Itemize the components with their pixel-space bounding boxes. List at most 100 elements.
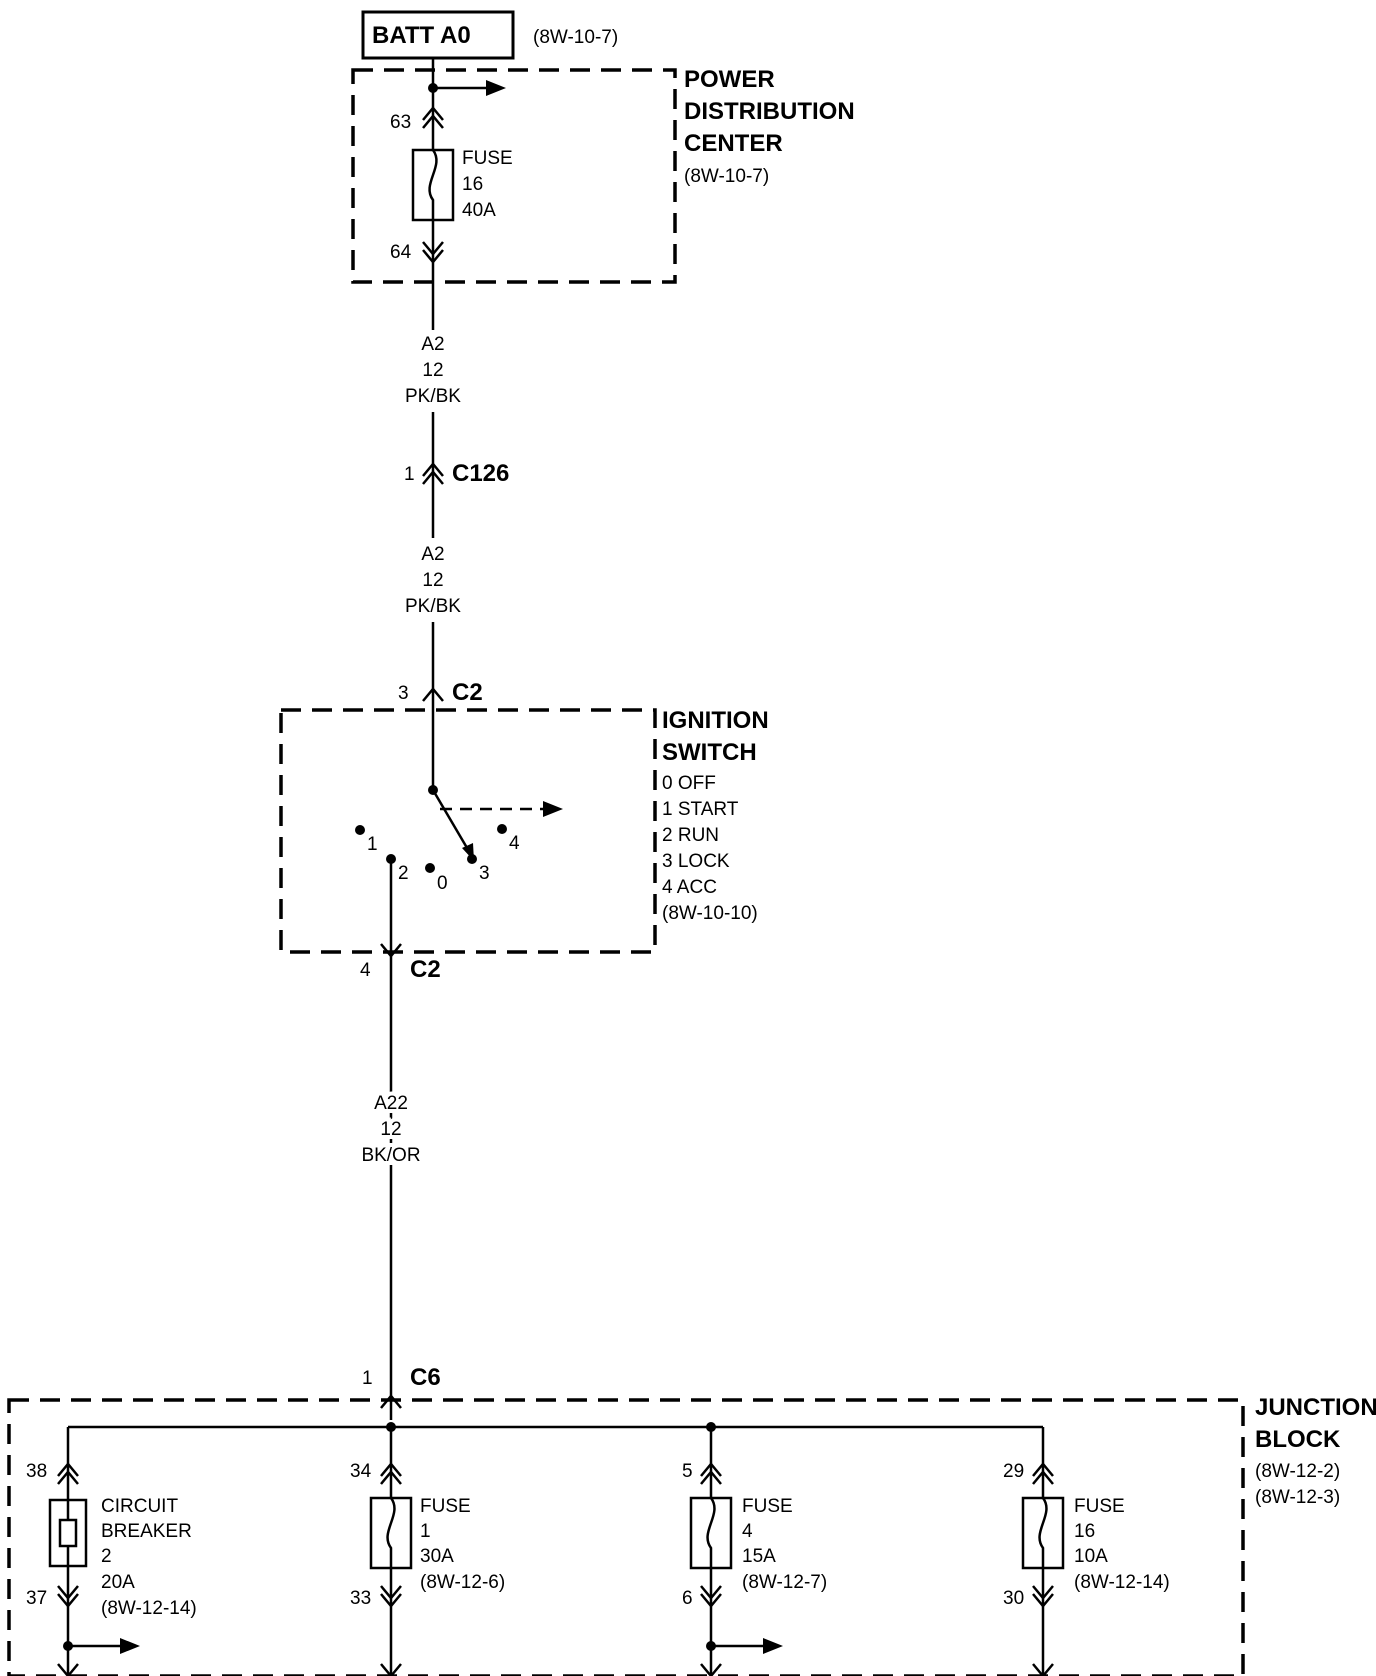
ignition-contact-4: [497, 824, 507, 834]
branch-3-fuse-element: [706, 1497, 716, 1568]
branch-1-line-3: 2: [101, 1546, 112, 1567]
wire-top-color: PK/BK: [405, 386, 461, 407]
branch-4-cavity-in: 29: [1003, 1461, 1024, 1482]
branch-4-line-2: 16: [1074, 1521, 1095, 1542]
wire-mid-circuit: A2: [421, 544, 444, 565]
branch-3-cavity-out-chevron-b: [700, 1593, 722, 1608]
ignition-position-2: 2 RUN: [662, 825, 719, 846]
wire-top-circuit: A2: [421, 334, 444, 355]
branch-4-cavity-in-chevron-a: [1032, 1462, 1054, 1477]
c6-name: C6: [410, 1364, 441, 1391]
branch-4-line-3: 10A: [1074, 1546, 1108, 1567]
ignition-position-3: 3 LOCK: [662, 851, 730, 872]
ignition-position-0: 0 OFF: [662, 773, 716, 794]
ignition-contact-0: [425, 863, 435, 873]
circuit-breaker-element: [58, 1500, 78, 1566]
c2-top-name: C2: [452, 679, 483, 706]
ignition-name-line-2: SWITCH: [662, 739, 757, 766]
branch-4-cavity-out-chevron-b: [1032, 1593, 1054, 1608]
branch-1-cavity-out-chevron-a: [57, 1585, 79, 1600]
branch-1-cavity-out: 37: [26, 1588, 47, 1609]
branch-3-cavity-in: 5: [682, 1461, 693, 1482]
branch-2-cavity-out-chevron-a: [380, 1585, 402, 1600]
branch-2-cavity-in-chevron-a: [380, 1462, 402, 1477]
ignition-contact-3: [467, 854, 477, 864]
ignition-ref: (8W-10-10): [662, 903, 758, 924]
ignition-name-line-1: IGNITION: [662, 707, 769, 734]
pdc-branch-arrow: [486, 80, 506, 96]
ignition-link-arrow: [543, 801, 563, 817]
branch-2-line-2: 1: [420, 1521, 431, 1542]
c126-name: C126: [452, 460, 509, 487]
pdc-name-line-1: POWER: [684, 66, 775, 93]
branch-2-line-4: (8W-12-6): [420, 1572, 505, 1593]
branch-4-cavity-out-chevron-a: [1032, 1585, 1054, 1600]
c6-chevron: [380, 1394, 402, 1409]
branch-1-line-2: BREAKER: [101, 1521, 192, 1542]
branch-2-line-1: FUSE: [420, 1496, 471, 1517]
branch-3-cavity-out-chevron-a: [700, 1585, 722, 1600]
ignition-contact-label-4: 4: [509, 833, 520, 854]
junction-name-line-1: JUNCTION: [1255, 1394, 1376, 1421]
branch-3-cavity-in-chevron-b: [700, 1470, 722, 1485]
ignition-boundary: [279, 708, 657, 954]
pdc-cavity-63-chevron-b: [422, 106, 444, 121]
branch-2-cavity-out-chevron-b: [380, 1593, 402, 1608]
branch-1-cavity-in: 38: [26, 1461, 47, 1482]
wire-low-color-halo: BK/OR: [361, 1145, 420, 1166]
branch-2-cavity-in-chevron-b: [380, 1470, 402, 1485]
pdc-fuse-element: [428, 149, 438, 220]
branch-3-line-2: 4: [742, 1521, 753, 1542]
branch-3-tap-arrow: [763, 1638, 783, 1654]
branch-1-line-4: 20A: [101, 1572, 135, 1593]
pdc-fuse-line-2: 16: [462, 174, 483, 195]
branch-2-cavity-out: 33: [350, 1588, 371, 1609]
wire-mid-gauge: 12: [422, 570, 443, 591]
wire-top-gauge: 12: [422, 360, 443, 381]
c2-bottom-chevron: [380, 943, 402, 958]
wire-low-gauge-halo: 12: [380, 1119, 401, 1140]
wire-low-circuit: A22: [374, 1093, 408, 1114]
wire-low-color: BK/OR: [361, 1145, 420, 1166]
c6-pin: 1: [362, 1368, 373, 1389]
pdc-fuse-line-3: 40A: [462, 200, 496, 221]
ignition-contact-label-2: 2: [398, 863, 409, 884]
ignition-blade: [431, 789, 472, 854]
wire-low-gauge: 12: [380, 1119, 401, 1140]
wire-mid-color: PK/BK: [405, 596, 461, 617]
branch-4-line-4: (8W-12-14): [1074, 1572, 1170, 1593]
branch-1-cavity-in-chevron-a: [57, 1462, 79, 1477]
ignition-position-1: 1 START: [662, 799, 739, 820]
junction-ref-2: (8W-12-3): [1255, 1487, 1340, 1508]
pdc-cavity-64-chevron-a: [422, 241, 444, 256]
c2-bottom-name: C2: [410, 956, 441, 983]
branch-4-exit-chevron: [1032, 1663, 1054, 1676]
pdc-ref: (8W-10-7): [684, 166, 769, 187]
branch-3-exit-chevron: [700, 1663, 722, 1676]
c126-pin: 1: [404, 464, 415, 485]
pdc-name-line-2: DISTRIBUTION: [684, 98, 855, 125]
c2-top-chevron: [422, 687, 444, 702]
pdc-boundary: [351, 68, 677, 284]
branch-1-line-1: CIRCUIT: [101, 1496, 178, 1517]
ignition-position-4: 4 ACC: [662, 877, 717, 898]
branch-1-cavity-out-chevron-b: [57, 1593, 79, 1608]
branch-3-line-1: FUSE: [742, 1496, 793, 1517]
junction-ref-1: (8W-12-2): [1255, 1461, 1340, 1482]
branch-1-exit-chevron: [57, 1663, 79, 1676]
branch-1-tap-arrow: [120, 1638, 140, 1654]
branch-4-cavity-in-chevron-b: [1032, 1470, 1054, 1485]
ignition-contact-label-1: 1: [367, 834, 378, 855]
ignition-contact-label-3: 3: [479, 863, 490, 884]
c126-chevron-a: [422, 462, 444, 477]
wire-low-circuit-halo: A22: [374, 1093, 408, 1114]
pdc-cavity-64-chevron-b: [422, 249, 444, 264]
batt-ref: (8W-10-7): [533, 27, 618, 48]
branch-3-line-4: (8W-12-7): [742, 1572, 827, 1593]
branch-1-line-5: (8W-12-14): [101, 1598, 197, 1619]
c2-bottom-pin: 4: [360, 960, 371, 981]
pdc-cavity-out: 64: [390, 242, 412, 263]
ignition-contact-1: [355, 825, 365, 835]
